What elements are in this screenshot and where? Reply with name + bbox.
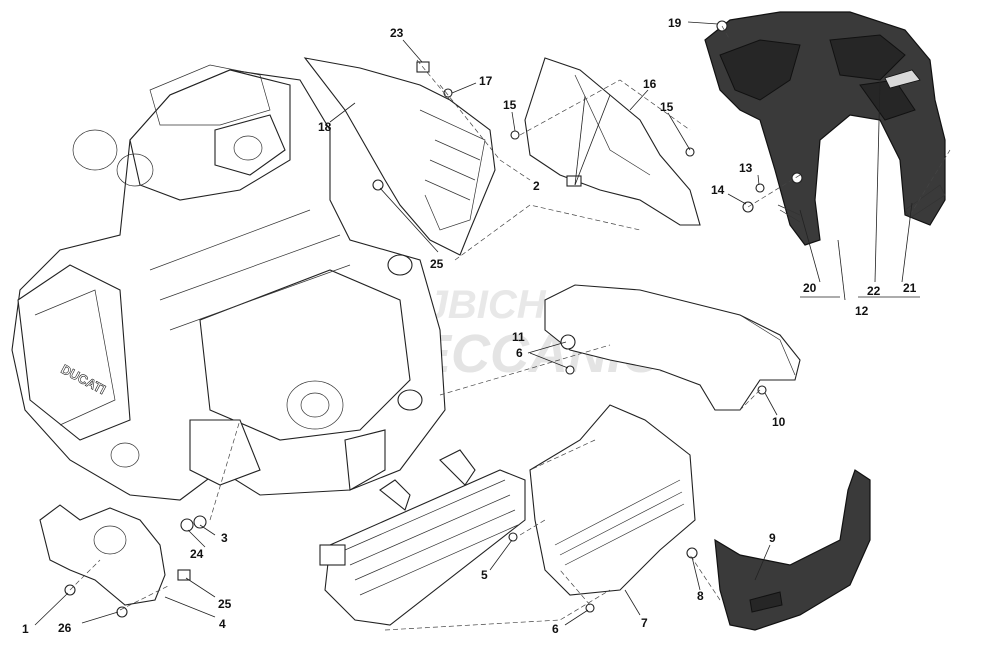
- callout-15-right: 15: [660, 100, 674, 114]
- callout-6-upper: 6: [516, 346, 523, 360]
- callout-15-left: 15: [503, 98, 517, 112]
- screw-10: [757, 385, 767, 395]
- callout-4: 4: [219, 617, 226, 631]
- screw-15a: [510, 130, 520, 140]
- callout-9: 9: [769, 531, 776, 545]
- screw-15b: [685, 147, 695, 157]
- spacer-3: [193, 515, 207, 529]
- part-9-belly-pan: [714, 469, 871, 631]
- callout-16: 16: [643, 77, 657, 91]
- callout-22: 22: [867, 284, 881, 298]
- clip-25: [177, 569, 191, 581]
- part-12-fairing: [704, 11, 946, 246]
- grommet-11: [560, 334, 576, 350]
- screw-6a: [565, 365, 575, 375]
- callout-20: 20: [803, 281, 817, 295]
- callout-19: 19: [668, 16, 682, 30]
- callout-8: 8: [697, 589, 704, 603]
- leader-lines: [34, 21, 920, 626]
- callout-2: 2: [533, 179, 540, 193]
- callout-7: 7: [641, 616, 648, 630]
- callout-23: 23: [390, 26, 404, 40]
- callout-13: 13: [739, 161, 753, 175]
- clip-2: [566, 175, 582, 187]
- callout-26: 26: [58, 621, 72, 635]
- bush-24: [180, 518, 194, 532]
- callout-25-lower: 25: [218, 597, 232, 611]
- callout-25-upper: 25: [430, 257, 444, 271]
- bush-8: [686, 547, 698, 559]
- callout-3: 3: [221, 531, 228, 545]
- clip-25b: [372, 179, 384, 191]
- callout-12: 12: [855, 304, 869, 318]
- lower-cover-panel: [544, 284, 801, 411]
- callout-14: 14: [711, 183, 725, 197]
- part-4-cover: [39, 504, 207, 618]
- badge-22: [884, 69, 921, 89]
- screw-26: [116, 606, 128, 618]
- assembly-lines: [69, 25, 951, 631]
- grommet-13: [791, 172, 803, 184]
- part-7-fairing: [508, 404, 698, 613]
- radiator: [319, 449, 526, 626]
- callout-24: 24: [190, 547, 204, 561]
- callout-5: 5: [481, 568, 488, 582]
- washer-13: [755, 183, 765, 193]
- callout-1: 1: [22, 622, 29, 636]
- callout-18: 18: [318, 120, 332, 134]
- engine-block: DUCATI: [11, 64, 446, 501]
- part-18-panel: [303, 57, 496, 256]
- screw-5: [508, 532, 518, 542]
- callout-11: 11: [512, 330, 525, 344]
- screw-17: [443, 88, 453, 98]
- callout-6-lower: 6: [552, 622, 559, 636]
- callout-21: 21: [903, 281, 917, 295]
- part-16-panel: [510, 57, 701, 226]
- callouts: 1 2 3 4 5 6 6 7 8 9 10 11 12 13 14 15 15…: [22, 16, 917, 636]
- callout-17: 17: [479, 74, 493, 88]
- callout-10: 10: [772, 415, 786, 429]
